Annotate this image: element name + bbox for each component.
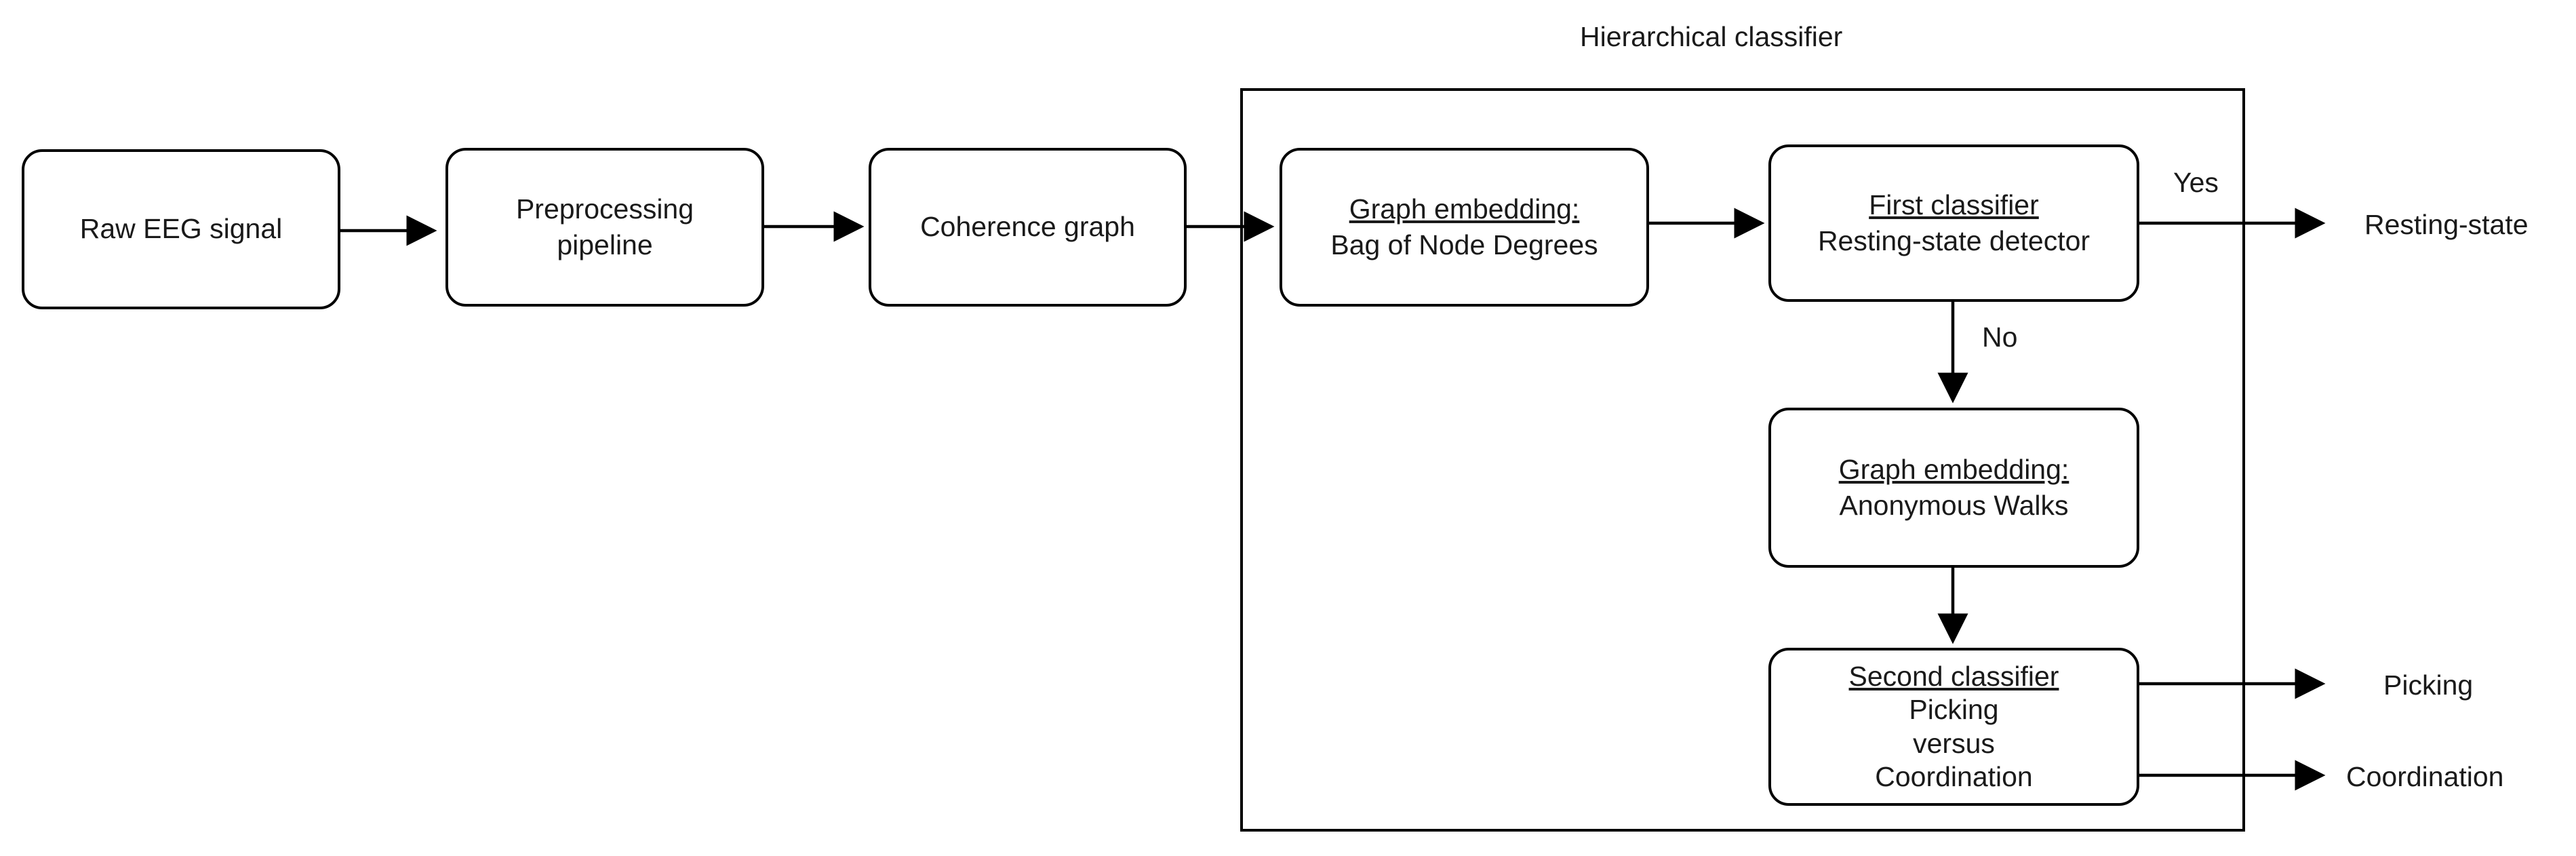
preprocessing-node[interactable]: Preprocessing pipeline (445, 148, 764, 307)
edge-label-yes: Yes (2173, 167, 2219, 198)
embedding-bag-title: Graph embedding: (1349, 193, 1580, 225)
embedding-bag-label: Bag of Node Degrees (1330, 229, 1598, 260)
first-classifier-title: First classifier (1869, 189, 2039, 220)
raw-eeg-label: Raw EEG signal (79, 213, 283, 245)
second-classifier-line2: versus (1913, 727, 1995, 759)
second-classifier-line3: Coordination (1875, 760, 2033, 792)
second-classifier-title: Second classifier (1848, 661, 2059, 693)
second-classifier-line1: Picking (1909, 694, 1999, 726)
edge-label-no: No (1982, 322, 2018, 353)
preprocessing-label-line1: Preprocessing (515, 193, 694, 225)
embedding-walks-node[interactable]: Graph embedding: Anonymous Walks (1768, 408, 2139, 568)
coherence-graph-label: Coherence graph (920, 211, 1135, 243)
coherence-graph-node[interactable]: Coherence graph (869, 148, 1187, 307)
first-classifier-node[interactable]: First classifier Resting-state detector (1768, 144, 2139, 302)
output-coordination: Coordination (2346, 761, 2504, 792)
first-classifier-label: Resting-state detector (1817, 225, 2090, 256)
embedding-walks-title: Graph embedding: (1838, 453, 2069, 485)
embedding-bag-node[interactable]: Graph embedding: Bag of Node Degrees (1280, 148, 1649, 307)
raw-eeg-node[interactable]: Raw EEG signal (22, 149, 340, 309)
output-picking: Picking (2383, 669, 2474, 701)
embedding-walks-label: Anonymous Walks (1839, 490, 2069, 521)
hierarchical-classifier-group (1240, 88, 2245, 832)
output-resting-state: Resting-state (2364, 209, 2529, 240)
preprocessing-label-line2: pipeline (557, 229, 653, 260)
second-classifier-node[interactable]: Second classifier Picking versus Coordin… (1768, 648, 2139, 806)
group-title: Hierarchical classifier (1580, 21, 1843, 52)
